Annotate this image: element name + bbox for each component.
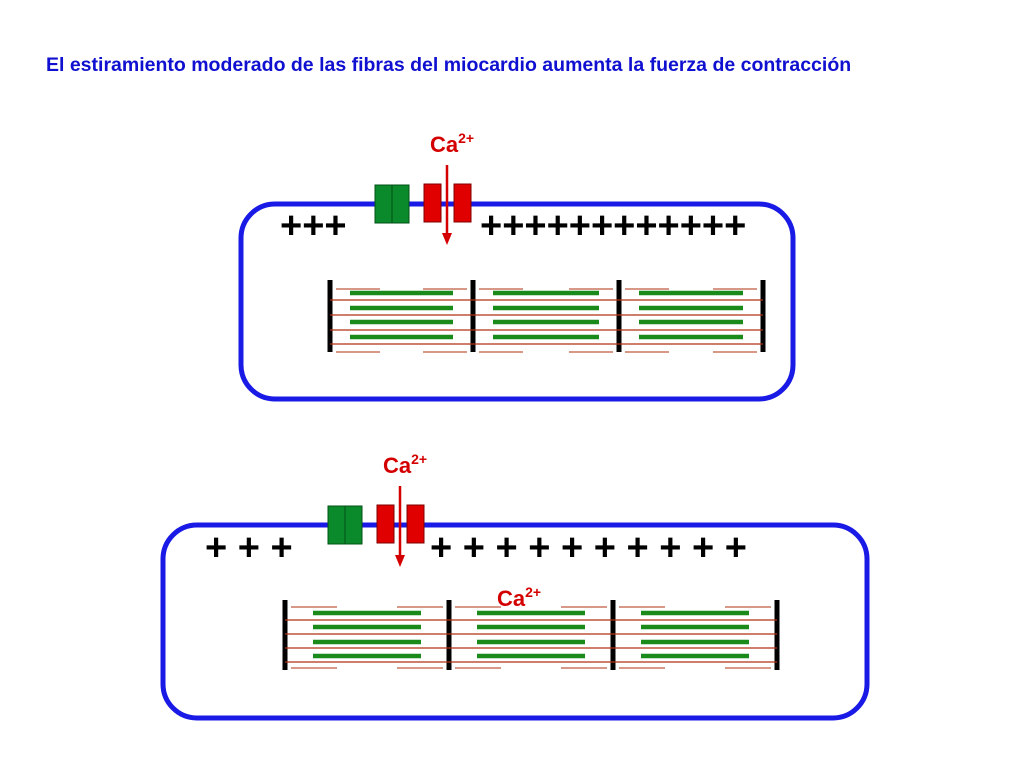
- sarcomere-array-bottom: [282, 600, 780, 670]
- calcium-channel-right: [406, 504, 425, 544]
- calcium-channel-left: [423, 183, 442, 223]
- charges-bottom-left: + + +: [205, 527, 293, 569]
- calcium-channel-right: [453, 183, 472, 223]
- cell-bottom: Ca2+ Ca2+ + + + + + + + + + + + + +: [160, 451, 870, 721]
- cell-top: Ca2+ +++ ++++++++++++: [238, 130, 796, 402]
- ion-label-bottom: Ca2+: [383, 451, 427, 478]
- cell-membrane: [238, 201, 796, 402]
- ion-label-internal: Ca2+: [497, 584, 541, 611]
- charges-top-right: ++++++++++++: [480, 205, 746, 247]
- green-channel-right: [391, 184, 410, 224]
- calcium-channel-left: [376, 504, 395, 544]
- calcium-influx-arrowhead: [395, 555, 405, 567]
- green-channel-left: [327, 505, 346, 545]
- green-channel-left: [374, 184, 393, 224]
- ion-label-top: Ca2+: [430, 130, 474, 157]
- page-title: El estiramiento moderado de las fibras d…: [46, 54, 852, 76]
- calcium-influx-arrowhead: [442, 233, 452, 245]
- green-channel-right: [344, 505, 363, 545]
- sarcomere-array-top: [327, 280, 766, 353]
- charges-bottom-right: + + + + + + + + + +: [430, 527, 747, 569]
- cell-membrane: [160, 522, 870, 721]
- charges-top-left: +++: [280, 205, 347, 247]
